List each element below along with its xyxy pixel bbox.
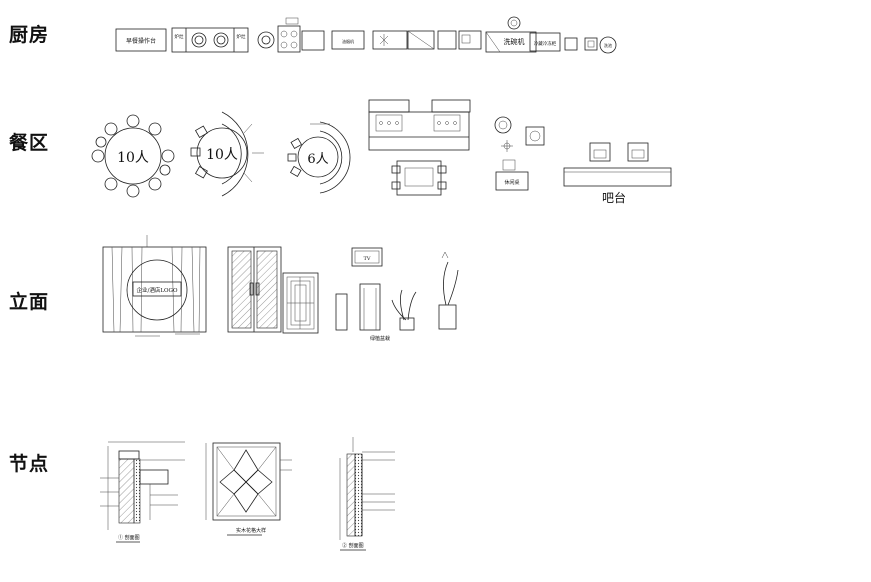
- freezer-label: 冷藏冷冻柜: [534, 40, 557, 47]
- lattice-ceiling-detail: 实木花格大样: [205, 442, 292, 536]
- sink-block: [437, 30, 482, 50]
- hood-block: 油烟机: [331, 30, 365, 50]
- section-detail-1: ① 剖面图: [100, 441, 185, 543]
- dishwasher-label: 洗碗机: [504, 37, 525, 46]
- prep-table-block: [407, 30, 435, 50]
- category-kitchen: 厨房: [9, 24, 50, 46]
- stove-block: 炉灶 炉灶: [171, 27, 249, 53]
- tv-cabinet-elevation: TV: [335, 247, 383, 331]
- lattice-screen-elevation: [282, 272, 319, 334]
- table-10-round-label: 10人: [117, 150, 149, 166]
- category-elevation: 立面: [9, 291, 50, 313]
- category-detail: 节点: [9, 453, 50, 475]
- banquette-tables: [368, 99, 471, 196]
- booth-table-10: 10人: [190, 111, 264, 197]
- section-detail-2: ② 剖面图: [339, 437, 395, 551]
- prep-counter-block: [115, 28, 167, 52]
- hood-label: 油烟机: [342, 38, 354, 44]
- freezer-block: 冷藏冷冻柜: [529, 32, 561, 52]
- plant-elevation: 绿植盆栽: [370, 251, 459, 342]
- prep-counter-label: 早餐操作台: [126, 37, 156, 45]
- logo-wall-elevation: 企业/酒店LOGO: [102, 235, 207, 337]
- category-dining: 餐区: [9, 132, 50, 154]
- tv-label: TV: [364, 256, 371, 262]
- wok-burner-block: [257, 17, 325, 53]
- washbasin-block: 洗池: [599, 36, 617, 54]
- ceiling-detail-label: 实木花格大样: [236, 527, 266, 534]
- kitchen-blocks: 早餐操作台 炉灶 炉灶 油烟机: [115, 16, 617, 54]
- sink-label: 洗池: [604, 42, 612, 48]
- plants-label: 绿植盆栽: [370, 335, 390, 342]
- booth-table-6: 6人: [287, 121, 351, 194]
- stove-label-a: 炉灶: [175, 33, 184, 40]
- table-6-label: 6人: [307, 152, 328, 167]
- freezer-star-block: [372, 30, 408, 50]
- round-table-10: 10人: [91, 114, 175, 198]
- section-2-label: ② 剖面图: [342, 542, 364, 549]
- table-10-half-label: 10人: [206, 147, 238, 163]
- double-door-elevation: [227, 246, 282, 333]
- stove-label-b: 炉灶: [237, 33, 246, 40]
- small-appliance-block: [564, 37, 578, 51]
- logo-label: 企业/酒店LOGO: [137, 286, 178, 294]
- bar-label: 吧台: [602, 190, 626, 205]
- section-1-label: ① 剖面图: [118, 534, 140, 541]
- small-sink-block: [584, 37, 598, 51]
- bar-counter: 吧台: [563, 142, 672, 205]
- dishwasher-block: 洗碗机: [485, 16, 537, 53]
- lounge-label: 休闲桌: [504, 179, 519, 186]
- lounge-chairs: 休闲桌: [494, 116, 545, 191]
